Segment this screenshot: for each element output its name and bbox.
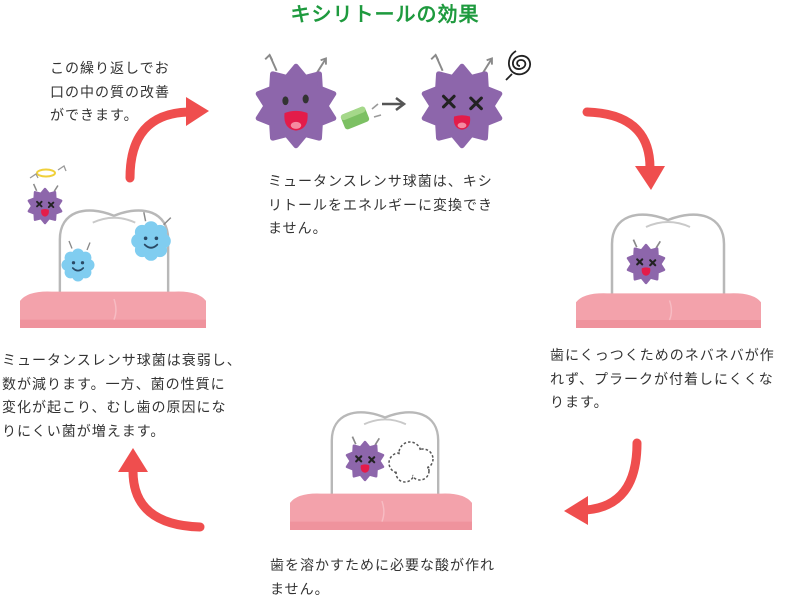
step-xylitol-text: ミュータンスレンサ球菌は、キシ リトールをエネルギーに変換でき ません。 <box>268 171 493 242</box>
text-line: りにくい菌が増えます。 <box>2 423 166 440</box>
text-line: この繰り返しでお <box>50 61 170 77</box>
gum-icon <box>290 492 472 530</box>
step-acid-text: 歯を溶かすために必要な酸が作れ ません。 <box>270 555 495 602</box>
step-plaque-text: 歯にくっつくためのネバネバが作 れず、プラークが付着しにくくな ります。 <box>550 345 775 416</box>
cycle-arrow-icon <box>564 438 642 525</box>
text-line: リトールをエネルギーに変換でき <box>268 197 493 214</box>
text-line: 数が減ります。一方、菌の性質に <box>2 376 226 393</box>
text-line: れず、プラークが付着しにくくな <box>550 371 774 388</box>
text-line: ができます。 <box>50 108 139 124</box>
text-line: ません。 <box>270 581 330 598</box>
cycle-arrow-icon <box>118 448 205 532</box>
text-line: 口の中の質の改善 <box>50 84 170 101</box>
mutans-germ-icon <box>258 53 333 146</box>
xylitol-gum-icon <box>340 106 370 130</box>
halo-icon <box>29 165 67 179</box>
cycle-arrow-icon <box>582 107 665 190</box>
text-line: 変化が起こり、むし歯の原因にな <box>2 400 227 416</box>
arrow-right-icon <box>382 97 407 111</box>
dizzy-swirl-icon <box>505 50 531 81</box>
text-line: 歯にくっつくためのネバネバが作 <box>550 348 775 364</box>
empty-acid-cloud-icon <box>388 441 434 483</box>
page-title: キシリトールの効果 <box>290 2 480 26</box>
text-line: ません。 <box>268 221 328 237</box>
text-line: ミュータンスレンサ球菌は、キシ <box>268 174 493 190</box>
text-line: 歯を溶かすために必要な酸が作れ <box>270 558 495 574</box>
step-bacteria-text: ミュータンスレンサ球菌は衰弱し、 数が減ります。一方、菌の性質に 変化が起こり、… <box>2 350 242 444</box>
text-line: ミュータンスレンサ球菌は衰弱し、 <box>2 353 242 369</box>
text-line: ります。 <box>550 395 609 411</box>
good-germ-icon <box>131 212 172 261</box>
mutans-germ-icon <box>424 53 499 146</box>
gum-icon <box>20 290 206 328</box>
gum-icon <box>576 292 761 328</box>
step-repeat-text: この繰り返しでお 口の中の質の改善 ができます。 <box>50 58 170 129</box>
mutans-germ-icon <box>626 239 666 285</box>
mutans-germ-icon <box>345 436 385 482</box>
good-germ-icon <box>61 240 95 282</box>
motion-lines <box>371 103 382 118</box>
mutans-germ-icon <box>27 183 63 225</box>
cycle-arrow-icon <box>125 97 209 183</box>
